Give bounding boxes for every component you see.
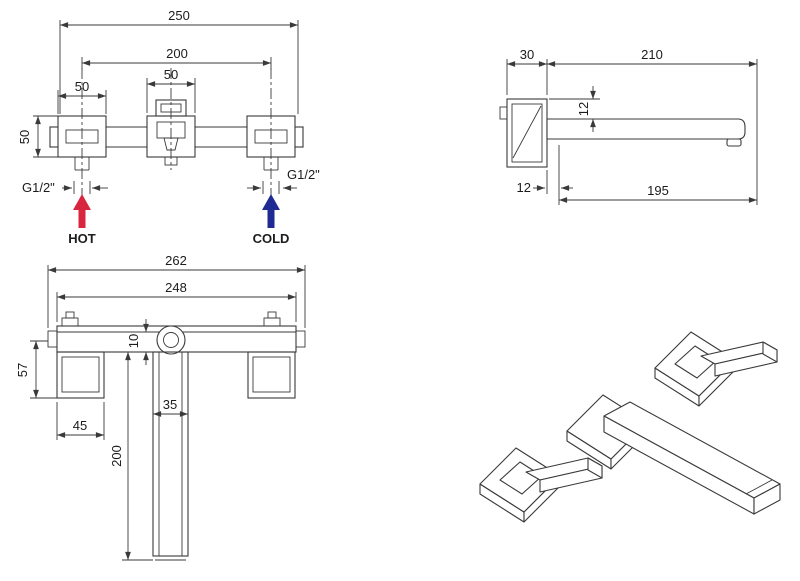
dim-inner-248: 248 [56, 280, 297, 322]
dim-12-top-label: 12 [576, 102, 591, 116]
front-centerlines [81, 68, 272, 196]
dim-plate-30: 30 [506, 47, 548, 95]
plan-body [47, 311, 306, 561]
hot-up-arrow-icon [73, 194, 91, 210]
iso-handle-left [479, 447, 603, 523]
hot-flow-indicator: HOT [68, 194, 96, 246]
dim-200-label: 200 [166, 46, 188, 61]
dim-12-bottom-label: 12 [517, 180, 531, 195]
dim-50-center-label: 50 [164, 67, 178, 82]
dim-200-plan-label: 200 [109, 445, 124, 467]
dim-overall-250: 250 [59, 8, 299, 114]
iso-handle-right [654, 331, 778, 407]
isometric-view [479, 331, 781, 523]
dim-248-label: 248 [165, 280, 187, 295]
dim-250-label: 250 [168, 8, 190, 23]
front-body [49, 99, 304, 171]
dim-offset-12: 12 [517, 170, 573, 195]
dim-50-left-label: 50 [75, 79, 89, 94]
dim-10-label: 10 [126, 334, 141, 348]
dim-spout-width-35: 35 [153, 397, 188, 417]
thread-callout-right: G1/2" [247, 167, 320, 194]
hot-label: HOT [68, 231, 96, 246]
dim-195-label: 195 [647, 183, 669, 198]
dim-210-label: 210 [641, 47, 663, 62]
dim-total-210: 210 [547, 47, 758, 205]
dim-centers-200: 200 [81, 46, 272, 70]
dim-30-label: 30 [520, 47, 534, 62]
thread-callout-left: G1/2" [22, 180, 108, 195]
dim-reach-195: 195 [558, 145, 757, 205]
dim-45-label: 45 [73, 418, 87, 433]
thread-right-label: G1/2" [287, 167, 320, 182]
dim-handle-45: 45 [56, 402, 105, 440]
dim-overall-262: 262 [47, 253, 306, 328]
dim-50-height-label: 50 [17, 130, 32, 144]
front-view: 250 200 50 50 50 [17, 8, 320, 246]
plan-view: 262 248 57 10 45 [15, 253, 306, 561]
dim-57-label: 57 [15, 363, 30, 377]
cold-label: COLD [253, 231, 290, 246]
dim-35-label: 35 [163, 397, 177, 412]
side-view: 30 210 12 12 195 [499, 47, 758, 205]
side-body [499, 98, 746, 168]
dim-hole-left-50: 50 [57, 79, 107, 114]
iso-spout [566, 394, 781, 515]
dim-depth-57: 57 [15, 340, 57, 399]
cold-flow-indicator: COLD [253, 194, 290, 246]
cold-up-arrow-icon [262, 194, 280, 210]
dim-height-50: 50 [17, 115, 58, 158]
dim-262-label: 262 [165, 253, 187, 268]
dim-spout-length-200: 200 [109, 351, 153, 561]
dim-hole-center-50: 50 [146, 67, 196, 113]
thread-left-label: G1/2" [22, 180, 55, 195]
dim-spout-height-12: 12 [549, 86, 600, 132]
